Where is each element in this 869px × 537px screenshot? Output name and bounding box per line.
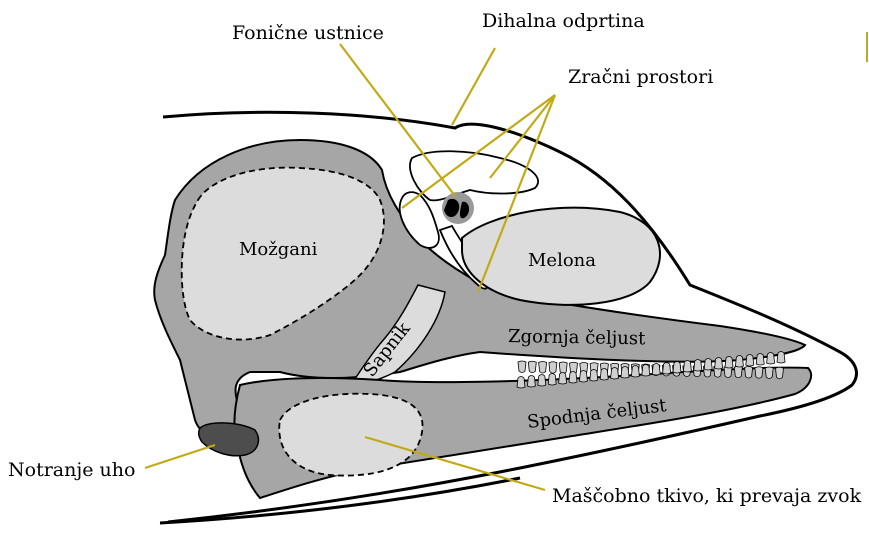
- label-blowhole: Dihalna odprtina: [482, 10, 645, 32]
- lower-tooth: [590, 370, 598, 382]
- upper-tooth: [745, 367, 753, 379]
- lower-tooth: [735, 356, 743, 368]
- upper-tooth: [539, 362, 547, 374]
- lower-tooth: [756, 354, 764, 366]
- lower-tooth: [527, 376, 535, 388]
- lower-tooth: [746, 355, 754, 367]
- lower-tooth: [538, 375, 546, 387]
- upper-tooth: [734, 366, 742, 378]
- lower-tooth: [600, 369, 608, 381]
- inner-ear: [199, 423, 259, 456]
- leader-blowhole: [452, 48, 495, 125]
- upper-tooth: [559, 362, 567, 374]
- lower-tooth: [673, 362, 681, 374]
- label-fatty-tissue: Maščobno tkivo, ki prevaja zvok: [552, 485, 862, 507]
- lower-tooth: [517, 377, 525, 389]
- label-melon: Melona: [528, 250, 596, 271]
- label-phonic-lips: Fonične ustnice: [232, 22, 384, 44]
- lower-tooth: [559, 373, 567, 385]
- lower-tooth: [767, 353, 775, 365]
- lower-tooth: [621, 367, 629, 379]
- lower-tooth: [663, 363, 671, 375]
- lower-tooth: [652, 364, 660, 376]
- lower-tooth: [694, 360, 702, 372]
- label-inner-ear: Notranje uho: [8, 459, 135, 481]
- air-sac-upper: [410, 151, 538, 200]
- lower-tooth: [683, 361, 691, 373]
- upper-tooth: [765, 367, 773, 379]
- fatty-tissue: [279, 394, 422, 476]
- lower-tooth: [642, 365, 650, 377]
- lower-tooth: [631, 366, 639, 378]
- lower-tooth: [579, 371, 587, 383]
- upper-tooth: [528, 361, 536, 373]
- lower-tooth: [777, 352, 785, 364]
- lower-tooth: [548, 374, 556, 386]
- upper-tooth: [549, 362, 557, 374]
- label-brain: Možgani: [239, 239, 318, 260]
- lower-tooth: [569, 372, 577, 384]
- label-upper-jaw: Zgornja čeljust: [508, 326, 646, 349]
- upper-tooth: [776, 367, 784, 379]
- lower-tooth: [725, 357, 733, 369]
- leader-inner-ear: [145, 445, 215, 468]
- upper-tooth: [518, 361, 526, 373]
- upper-tooth: [755, 367, 763, 379]
- label-air-spaces: Zračni prostori: [568, 66, 713, 88]
- lower-tooth: [611, 368, 619, 380]
- lower-tooth: [715, 358, 723, 370]
- lower-tooth: [704, 359, 712, 371]
